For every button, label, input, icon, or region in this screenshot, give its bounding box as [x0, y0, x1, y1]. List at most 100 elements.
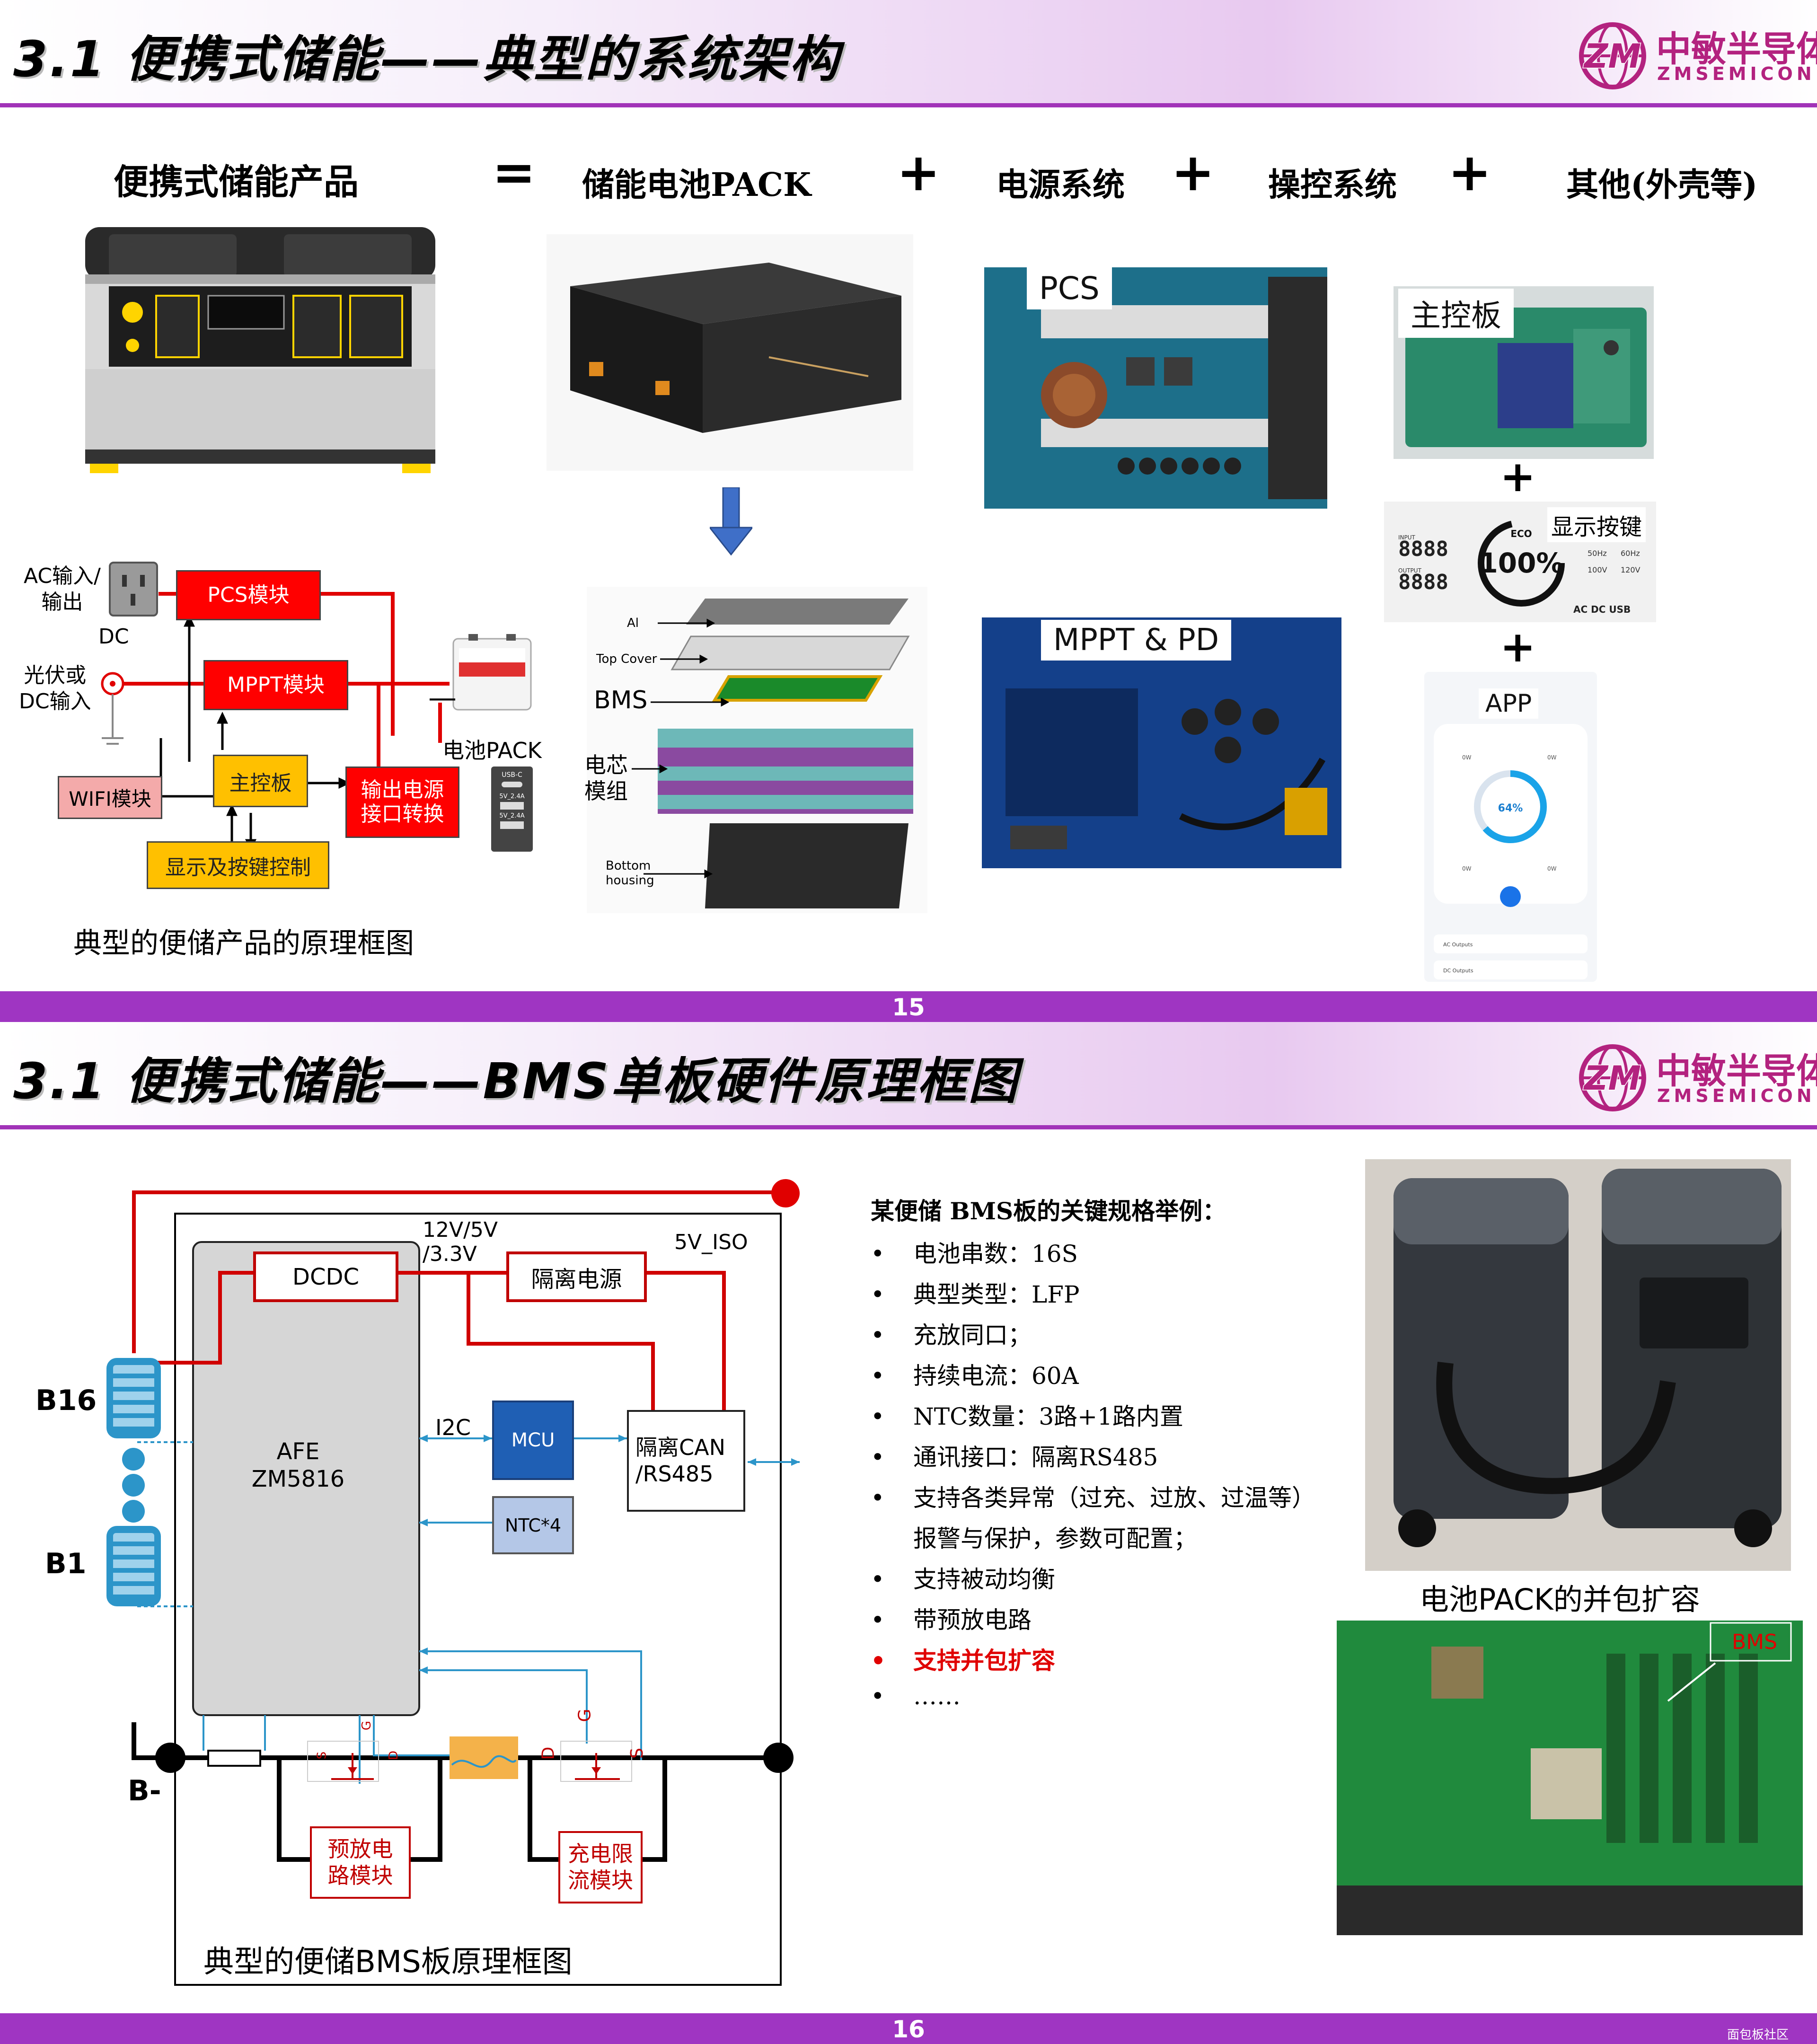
header-divider [0, 1125, 1817, 1129]
usb-c-port [502, 782, 522, 787]
ntc-box: NTC*4 [492, 1496, 574, 1554]
mos2-g-label: G [575, 1709, 595, 1722]
spec-title: 某便储 BMS板的关键规格举例： [871, 1197, 1226, 1225]
spec-item: 报警与保护，参数可配置； [913, 1525, 1197, 1552]
zm-logo-icon: ZM [1579, 1044, 1646, 1111]
header-divider [0, 103, 1817, 107]
page-number: 16 [892, 2016, 925, 2043]
svg-text:64%: 64% [1498, 802, 1523, 814]
mppt-pd-photo: MPPT & PD [982, 617, 1341, 868]
predischarge-box: 预放电 路模块 [310, 1826, 411, 1899]
dc-label: DC [98, 625, 129, 649]
bms-tag: BMS [1732, 1630, 1778, 1654]
rail-voltage-label: 12V/5V /3.3V [423, 1218, 498, 1266]
spec-item: •通讯接口：隔离RS485 [871, 1444, 1158, 1471]
pv-input-label: 光伏或 DC输入 [19, 663, 91, 714]
wifi-module-box: WIFI模块 [58, 776, 162, 819]
exploded-arrows [632, 618, 730, 879]
plus-display: + [1500, 452, 1536, 502]
mos1-d-label: D [387, 1750, 401, 1761]
svg-text:100%: 100% [1479, 547, 1563, 579]
mos1-s-label: S [315, 1751, 329, 1760]
eq-equals: = [492, 142, 536, 203]
svg-text:OUTPUT: OUTPUT [1398, 567, 1422, 574]
battery-icon [452, 634, 532, 711]
footer-bar [0, 2013, 1817, 2044]
output-convert-box: 输出电源 接口转换 [345, 766, 459, 838]
logo-cn-text: 中敏半导体 [1656, 1051, 1817, 1092]
usb-a1-label: 5V_2.4A [499, 793, 525, 800]
battery-pack-photo [547, 234, 913, 471]
spec-item: •支持被动均衡 [871, 1566, 1055, 1593]
label-al: Al [627, 616, 639, 630]
cell-stack-b1-bars [113, 1533, 154, 1599]
diagram-caption-2: 典型的便储BMS板原理框图 [203, 1945, 573, 1980]
mos2-d-label: D [538, 1746, 558, 1760]
afe-chip-label: AFE ZM5816 [251, 1438, 345, 1492]
battery-pack-label: 电池PACK [442, 738, 542, 763]
isolated-can-box: 隔离CAN /RS485 [627, 1410, 745, 1512]
charge-limit-box: 充电限 流模块 [558, 1831, 643, 1903]
b1-label: B1 [45, 1547, 87, 1580]
svg-text:120V: 120V [1621, 565, 1641, 574]
display-keys-box: 显示及按键控制 [147, 841, 329, 889]
usb-port-panel: USB-C 5V_2.4A 5V_2.4A [491, 766, 533, 852]
footer-bar [0, 991, 1817, 1022]
cell-module [658, 729, 913, 814]
product-photo [71, 218, 450, 483]
svg-text:60Hz: 60Hz [1621, 549, 1640, 558]
eq-plus-1: + [897, 142, 941, 203]
eq-plus-3: + [1448, 142, 1492, 203]
spec-item: •电池串数：16S [871, 1240, 1078, 1268]
cell-stack-b16-bars [113, 1365, 154, 1431]
svg-text:0W: 0W [1547, 865, 1557, 872]
svg-text:ZM: ZM [1583, 37, 1641, 76]
svg-text:8888: 8888 [1398, 537, 1448, 561]
spec-item: •充放同口； [871, 1322, 1032, 1349]
label-cell-module: 电芯 模组 [584, 752, 628, 804]
charge-mosfet [560, 1741, 632, 1782]
cell-stack-b1 [106, 1526, 161, 1606]
pcs-label: PCS [1027, 267, 1112, 309]
spec-item: •持续电流：60A [871, 1362, 1079, 1390]
cell-dot-3 [122, 1500, 145, 1523]
logo-cn-text: 中敏半导体 [1656, 29, 1817, 70]
svg-text:DC Outputs: DC Outputs [1443, 968, 1473, 974]
cell-dot-2 [122, 1474, 145, 1497]
pcs-module-box: PCS模块 [176, 570, 321, 620]
pcs-photo: PCS [984, 267, 1327, 509]
lcd-display: 8888 8888 INPUT OUTPUT 100% ECO 50Hz 60H… [1384, 502, 1656, 622]
company-logo: ZM 中敏半导体 ZMSEMICON [1576, 18, 1817, 94]
eq-pack: 储能电池PACK [582, 166, 811, 204]
mppt-module-box: MPPT模块 [203, 660, 348, 710]
svg-text:8888: 8888 [1398, 570, 1448, 594]
spec-item: •支持各类异常（过充、过放、过温等） [871, 1484, 1315, 1512]
cell-dot-1 [122, 1448, 145, 1471]
usb-a2-label: 5V_2.4A [499, 812, 525, 819]
svg-text:100V: 100V [1588, 565, 1607, 574]
svg-text:INPUT: INPUT [1398, 534, 1416, 541]
svg-text:AC Outputs: AC Outputs [1443, 942, 1473, 948]
label-bottom-housing: Bottom housing [606, 859, 654, 888]
svg-text:0W: 0W [1462, 865, 1472, 872]
isolated-power-box: 隔离电源 [506, 1251, 647, 1302]
eq-product: 便携式储能产品 [114, 162, 359, 203]
usb-a2-port [500, 821, 524, 829]
spec-item: •典型类型：LFP [871, 1281, 1080, 1308]
parallel-pack-photo [1365, 1159, 1791, 1571]
spec-item: •带预放电路 [871, 1606, 1032, 1634]
eq-power: 电源系统 [996, 166, 1125, 204]
plus-app: + [1500, 622, 1536, 672]
display-label: 显示按键 [1547, 507, 1646, 542]
watermark: 面包板社区 [1727, 2028, 1789, 2042]
spec-item-highlight: •支持并包扩容 [871, 1647, 1055, 1674]
mcu-box: MCU [492, 1401, 574, 1480]
ac-socket-icon [109, 562, 158, 617]
eq-plus-2: + [1171, 142, 1215, 203]
ac-io-label: AC输入/ 输出 [24, 564, 101, 614]
slide-title: 3.1 便携式储能——典型的系统架构 [13, 30, 841, 88]
label-bms: BMS [594, 686, 648, 714]
i2c-label: I2C [435, 1415, 471, 1440]
header-bar [0, 1022, 1817, 1128]
main-board-photo: 主控板 [1394, 286, 1654, 459]
